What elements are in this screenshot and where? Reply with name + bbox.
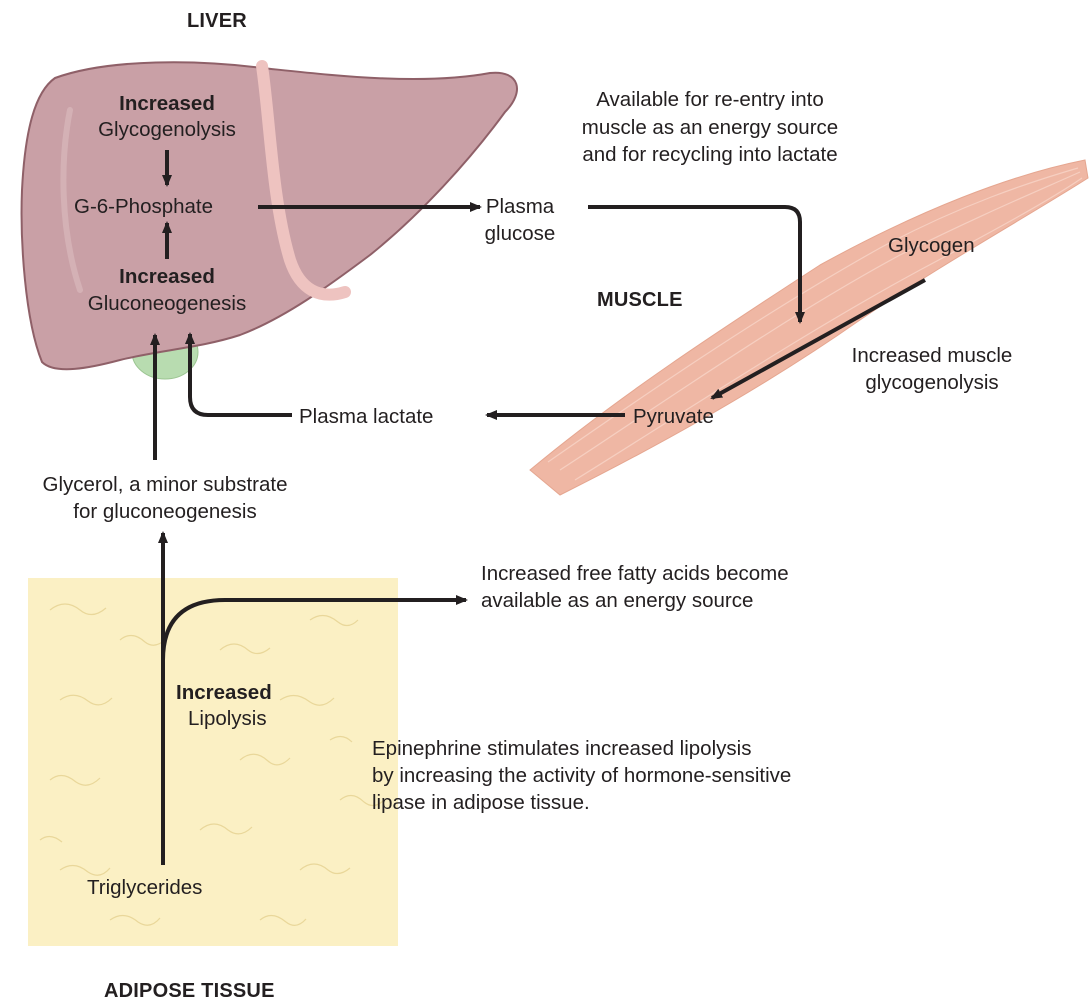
available-reentry-line3: and for recycling into lactate	[582, 143, 838, 166]
increased-lipolysis-heading: Increased	[176, 681, 272, 704]
plasma-lactate-label: Plasma lactate	[299, 405, 434, 428]
gluconeogenesis-label: Gluconeogenesis	[87, 292, 247, 315]
liver-illustration	[20, 60, 518, 380]
glycogenolysis-label: Glycogenolysis	[98, 118, 236, 141]
adipose-tissue-label: ADIPOSE TISSUE	[104, 980, 275, 1002]
liver-label: LIVER	[187, 10, 247, 32]
plasma-glucose-line1: Plasma	[485, 195, 555, 218]
lipolysis-label: Lipolysis	[188, 707, 267, 730]
pyruvate-label: Pyruvate	[633, 405, 714, 428]
free-fatty-acids-line2: available as an energy source	[481, 589, 754, 612]
muscle-illustration	[529, 159, 1089, 496]
increased-muscle-glycogenolysis-line2: glycogenolysis	[865, 371, 999, 394]
g6p-label: G-6-Phosphate	[74, 195, 214, 218]
available-reentry-line2: muscle as an energy source	[581, 116, 839, 139]
adipose-tissue-illustration	[28, 578, 398, 946]
epinephrine-line1: Epinephrine stimulates increased lipolys…	[372, 737, 752, 760]
increased-gluconeogenesis-heading: Increased	[119, 265, 215, 288]
increased-glycogenolysis-heading: Increased	[119, 92, 215, 115]
epinephrine-line3: lipase in adipose tissue.	[372, 791, 590, 814]
glycerol-line2: for gluconeogenesis	[73, 500, 257, 523]
increased-muscle-glycogenolysis-line1: Increased muscle	[851, 344, 1013, 367]
triglycerides-label: Triglycerides	[87, 876, 203, 899]
glycerol-line1: Glycerol, a minor substrate	[42, 473, 288, 496]
free-fatty-acids-line1: Increased free fatty acids become	[481, 562, 789, 585]
muscle-label: MUSCLE	[597, 289, 683, 311]
available-reentry-line1: Available for re-entry into	[596, 88, 824, 111]
plasma-glucose-line2: glucose	[484, 222, 556, 245]
epinephrine-line2: by increasing the activity of hormone-se…	[372, 764, 792, 787]
glycogen-label: Glycogen	[888, 234, 975, 257]
pathway-arrows	[150, 150, 926, 865]
